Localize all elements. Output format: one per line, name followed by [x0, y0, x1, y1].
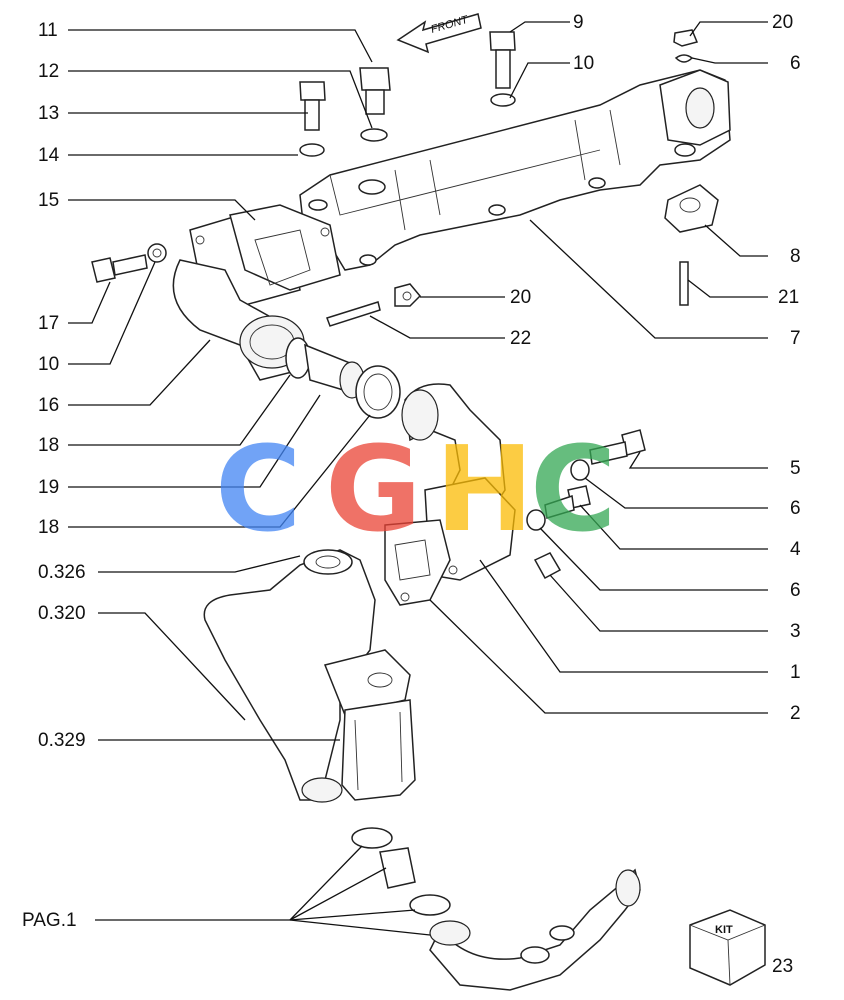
label-16: 16 — [38, 395, 59, 416]
bolt-17 — [91, 243, 167, 283]
label-19: 19 — [38, 477, 59, 498]
label-8: 8 — [790, 246, 801, 267]
kit-box-icon: KIT — [689, 909, 766, 986]
label-20-top: 20 — [772, 12, 793, 33]
watermark-letter-h: H — [435, 420, 534, 558]
label-2: 2 — [790, 703, 801, 724]
label-6-top: 6 — [790, 53, 801, 74]
label-0-320: 0.320 — [38, 603, 86, 624]
label-5: 5 — [790, 458, 801, 479]
labels-right: 9 10 20 6 8 21 20 22 7 5 6 4 6 3 1 2 — [510, 12, 801, 724]
leader-lines — [68, 21, 768, 936]
label-3: 3 — [790, 621, 801, 642]
watermark-letter-c2: C — [530, 420, 617, 558]
stud-22 — [326, 283, 422, 327]
label-4: 4 — [790, 539, 801, 560]
lower-hose-kit — [351, 827, 641, 991]
label-14: 14 — [38, 145, 60, 166]
label-10-right: 10 — [573, 53, 594, 74]
label-18-b: 18 — [38, 517, 59, 538]
label-22: 22 — [510, 328, 531, 349]
label-12: 12 — [38, 61, 59, 82]
label-21: 21 — [778, 287, 799, 308]
label-7: 7 — [790, 328, 801, 349]
label-1: 1 — [790, 662, 801, 683]
label-13: 13 — [38, 103, 59, 124]
bolts-11-13 — [299, 67, 391, 157]
watermark-letter-g: G — [325, 420, 422, 558]
lower-elbow — [384, 383, 516, 606]
labels-left: 11 12 13 14 15 17 10 16 18 19 18 0.326 0… — [22, 20, 86, 931]
label-18-a: 18 — [38, 435, 59, 456]
label-9: 9 — [573, 12, 584, 33]
label-6-a: 6 — [790, 498, 801, 519]
label-20-mid: 20 — [510, 287, 531, 308]
filter-housing — [203, 549, 416, 803]
nut-20-top — [673, 29, 699, 63]
label-10-left: 10 — [38, 354, 59, 375]
label-0-329: 0.329 — [38, 730, 86, 751]
watermark: C G H C — [215, 420, 617, 558]
front-arrow: FRONT — [396, 13, 482, 54]
label-11: 11 — [38, 20, 58, 41]
kit-number: 23 — [772, 956, 793, 977]
label-17: 17 — [38, 313, 59, 334]
label-15: 15 — [38, 190, 59, 211]
watermark-letter-c1: C — [215, 420, 302, 558]
kit-label: KIT — [715, 924, 733, 936]
sleeve-19 — [285, 337, 401, 419]
bolts-5-4 — [526, 429, 646, 580]
bolt-9 — [489, 31, 516, 107]
label-pag-1: PAG.1 — [22, 910, 77, 931]
manifold — [299, 69, 731, 271]
label-6-b: 6 — [790, 580, 801, 601]
plate-8 — [664, 184, 719, 306]
label-0-326: 0.326 — [38, 562, 86, 583]
